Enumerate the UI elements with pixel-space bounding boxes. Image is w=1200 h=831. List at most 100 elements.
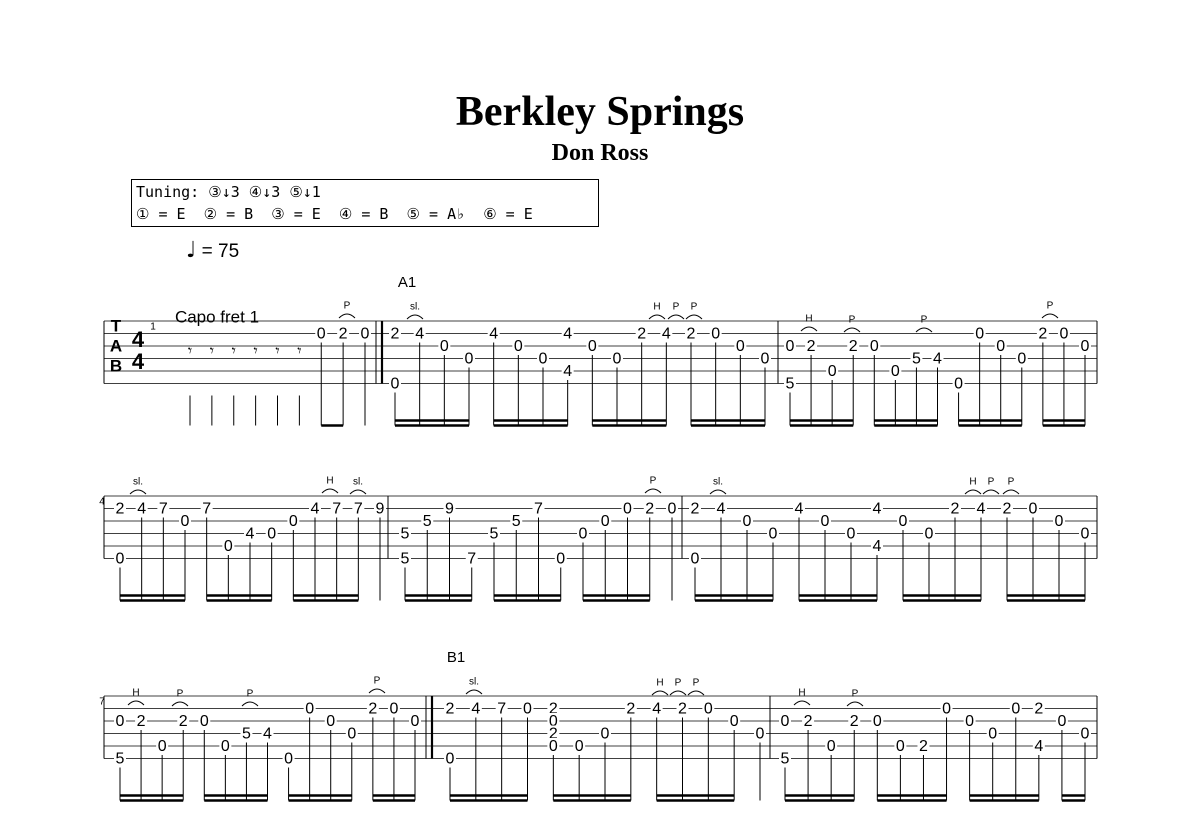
fret-number: 0 xyxy=(1017,351,1026,368)
fret-number: 5 xyxy=(786,376,795,393)
fret-number: 0 xyxy=(769,526,778,543)
fret-mask xyxy=(114,713,126,729)
fret-mask xyxy=(923,525,935,542)
fret-number: 4 xyxy=(933,351,942,368)
slur-arc xyxy=(651,690,669,696)
fret-number: 4 xyxy=(717,501,726,518)
fret-number: 0 xyxy=(613,351,622,368)
fret-mask xyxy=(315,325,328,342)
technique-mark: P xyxy=(691,302,698,313)
tempo-value: = 75 xyxy=(201,241,240,262)
fret-number: 4 xyxy=(977,501,986,518)
fret-number: 0 xyxy=(1057,713,1066,730)
fret-mask xyxy=(222,538,235,554)
fret-number: 7 xyxy=(354,501,363,518)
fret-mask xyxy=(359,325,371,342)
fret-number: 7 xyxy=(332,501,341,518)
technique-mark: P xyxy=(849,315,856,326)
slur-arc xyxy=(667,314,685,320)
fret-number: 5 xyxy=(423,513,432,530)
fret-mask xyxy=(1036,325,1049,342)
fret-mask xyxy=(1057,325,1070,342)
fret-mask xyxy=(469,700,482,717)
fret-mask xyxy=(897,513,909,529)
technique-mark: P xyxy=(247,689,254,700)
fret-number: 0 xyxy=(305,701,314,718)
fret-number: 4 xyxy=(873,538,882,555)
capo-marking: Capo fret 1 xyxy=(175,307,259,326)
fret-number: 4 xyxy=(471,701,480,718)
fret-mask xyxy=(666,500,678,517)
fret-number: 5 xyxy=(401,551,410,568)
fret-number: 4 xyxy=(311,501,320,518)
fret-mask xyxy=(611,350,623,367)
measure-number: 7 xyxy=(99,697,105,708)
fret-mask xyxy=(487,325,500,342)
fret-mask xyxy=(554,550,567,567)
fret-number: 2 xyxy=(1003,501,1012,518)
fret-mask xyxy=(1055,713,1068,729)
fret-number: 4 xyxy=(662,326,671,343)
fret-mask xyxy=(940,700,953,717)
fret-mask xyxy=(219,738,232,754)
fret-mask xyxy=(767,525,779,542)
fret-mask xyxy=(547,700,560,717)
technique-mark: P xyxy=(852,689,859,700)
technique-mark: H xyxy=(805,314,812,325)
fret-mask xyxy=(561,363,574,379)
fret-number: 0 xyxy=(539,351,548,368)
technique-mark: P xyxy=(988,477,995,488)
fret-number: 4 xyxy=(489,326,498,343)
fret-number: 5 xyxy=(116,751,125,768)
fret-number: 0 xyxy=(221,738,230,755)
fret-mask xyxy=(374,500,386,517)
fret-mask xyxy=(303,700,316,717)
technique-mark: P xyxy=(675,678,682,689)
fret-number: 0 xyxy=(925,526,934,543)
slur-arc xyxy=(669,690,687,696)
fret-number: 4 xyxy=(263,726,272,743)
fret-mask xyxy=(845,525,857,542)
fret-mask xyxy=(931,350,944,367)
time-signature-bottom: 4 xyxy=(132,349,145,374)
fret-mask xyxy=(759,350,771,367)
fret-mask xyxy=(819,513,831,529)
fret-mask xyxy=(973,325,986,342)
fret-number: 0 xyxy=(1081,526,1090,543)
measure-number: 1 xyxy=(150,322,156,333)
fret-number: 0 xyxy=(870,338,879,355)
fret-number: 4 xyxy=(795,501,804,518)
fret-mask xyxy=(135,500,148,517)
slur-arc xyxy=(709,489,727,495)
fret-number: 0 xyxy=(549,738,558,755)
fret-mask xyxy=(135,713,148,729)
fret-number: 5 xyxy=(512,513,521,530)
eighth-rest-icon: 𝄾 xyxy=(253,343,257,360)
fret-number: 5 xyxy=(490,526,499,543)
fret-mask xyxy=(198,713,211,729)
fret-mask xyxy=(465,550,478,567)
fret-mask xyxy=(910,350,923,367)
fret-number: 0 xyxy=(347,726,356,743)
fret-number: 0 xyxy=(1029,501,1038,518)
fret-mask xyxy=(676,700,689,717)
tuning-notes-line: ① = E ② = B ③ = E ④ = B ⑤ = A♭ ⑥ = E xyxy=(136,205,533,223)
technique-mark: P xyxy=(177,689,184,700)
slur-arc xyxy=(685,314,703,320)
slur-arc xyxy=(982,489,1000,495)
fret-mask xyxy=(871,713,884,729)
fret-mask xyxy=(287,513,300,529)
slur-arc xyxy=(338,313,356,319)
fret-number: 4 xyxy=(1034,738,1043,755)
fret-number: 4 xyxy=(137,501,146,518)
technique-mark: sl. xyxy=(410,302,420,313)
fret-mask xyxy=(889,363,902,379)
fret-number: 2 xyxy=(1034,701,1043,718)
fret-mask xyxy=(586,338,599,354)
fret-number: 0 xyxy=(116,551,125,568)
technique-mark: P xyxy=(650,476,657,487)
fret-number: 7 xyxy=(467,551,476,568)
fret-number: 0 xyxy=(827,738,836,755)
fret-mask xyxy=(200,500,213,517)
